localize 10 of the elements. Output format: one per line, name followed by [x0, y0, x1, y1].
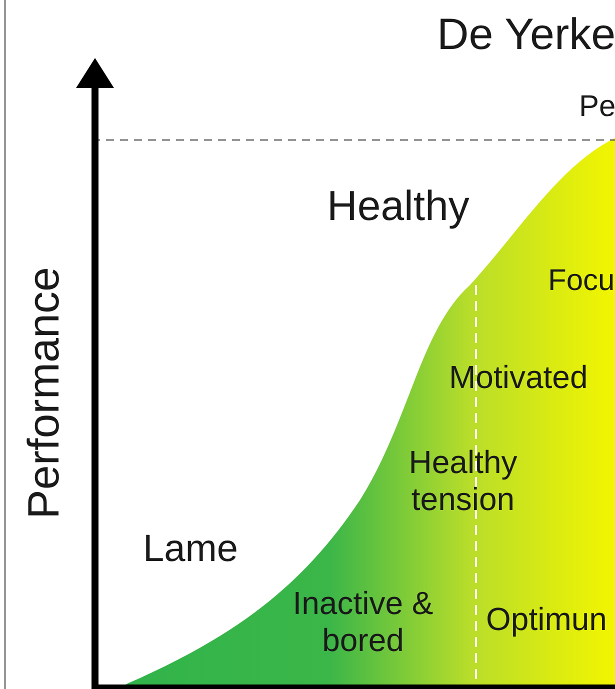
- axis-label: Performance: [20, 267, 70, 519]
- zone-label: Focu: [548, 264, 615, 298]
- zone-label: Optimun: [486, 601, 607, 638]
- zone-label: Inactive & bored: [292, 585, 434, 659]
- zone-label: Motivated: [449, 359, 588, 396]
- zone-label: Healthy tension: [408, 444, 518, 518]
- zone-label: Healthy: [327, 182, 470, 230]
- title: De Yerke: [437, 10, 615, 61]
- label: Pe: [579, 90, 615, 124]
- zone-label: Lame: [143, 528, 238, 572]
